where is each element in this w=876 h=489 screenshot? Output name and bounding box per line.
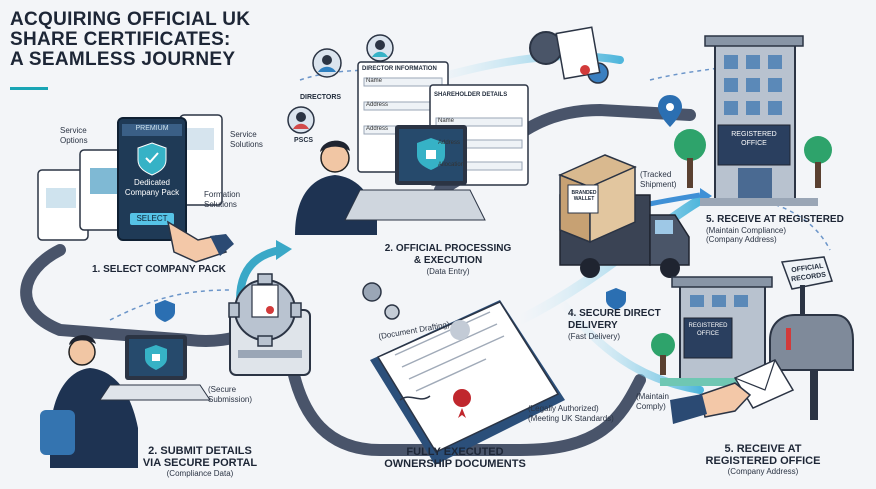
- step-sub: (Fast Delivery): [568, 332, 621, 341]
- secure-submission-note: (Secure Submission): [208, 385, 252, 405]
- title-line: Acquiring Official UK: [10, 9, 251, 30]
- step4-delivery: 4. Secure Direct Delivery (Fast Delivery…: [568, 308, 688, 341]
- company-pack-card: [117, 117, 187, 241]
- registered-office-building: [700, 35, 818, 206]
- shareholder-form-title: Shareholder Details: [434, 92, 508, 98]
- step-label-line: 2. Official Processing: [384, 243, 512, 254]
- step-sub: (Data Entry): [426, 267, 470, 276]
- documents-notes: (Legally Authorized) (Meeting UK Standar…: [528, 404, 614, 424]
- step-label-line: 4. Secure Direct: [568, 308, 661, 319]
- callout-line: Options: [60, 136, 88, 145]
- pack-badge: Premium: [135, 125, 169, 132]
- callout-line: Solutions: [230, 140, 263, 149]
- tree: [651, 333, 675, 357]
- step2-submit: 2. Submit Details via Secure Portal (Com…: [130, 445, 270, 478]
- sign-line: Registered: [731, 131, 777, 138]
- note-line: (Maintain: [636, 392, 669, 401]
- office-chair: [40, 410, 75, 455]
- pack-title-line: Dedicated: [133, 178, 171, 187]
- callout-line: Service: [230, 130, 257, 139]
- step1-label: 1. Select Company Pack: [92, 264, 226, 275]
- page-title: Acquiring Official UK Share Certificates…: [10, 10, 310, 70]
- note-line: (Meeting UK Standards): [528, 414, 614, 423]
- callout-line: Solutions: [204, 200, 237, 209]
- wax-seal-icon: [453, 389, 471, 407]
- step-label-line: Ownership Documents: [384, 458, 526, 470]
- step-label-line: & Execution: [413, 255, 483, 266]
- step-processing: 2. Official Processing & Execution (Data…: [378, 243, 518, 276]
- tree: [674, 129, 706, 161]
- directors-label: Directors: [300, 94, 342, 101]
- shield-icon: [606, 288, 626, 310]
- step-sub: (Maintain Compliance): [706, 226, 787, 235]
- documents-label: Fully Executed Ownership Documents: [380, 446, 530, 470]
- sign-line: Office: [697, 331, 719, 337]
- director-field: Address: [366, 102, 389, 108]
- pack-title-line: Company Pack: [124, 188, 180, 197]
- select-button[interactable]: Select: [136, 214, 168, 223]
- step-sub: (Company Address): [727, 467, 799, 476]
- callout-service-options: Service Options: [60, 126, 88, 146]
- gear-icon: [362, 282, 382, 302]
- shareholder-field: Allocation: [438, 162, 465, 168]
- box-label-line: Branded: [571, 190, 597, 196]
- callout-line: Service: [60, 126, 87, 135]
- pscs-label: PSCs: [294, 137, 314, 144]
- callout-formation-solutions: Formation Solutions: [204, 190, 240, 210]
- step-label-line: Fully Executed: [406, 446, 504, 458]
- building-sign-bottom: Registered Office: [684, 322, 732, 338]
- branded-wallet-box: [558, 154, 637, 244]
- director-form-title: Director Information: [362, 66, 437, 72]
- sign-line: Office: [741, 140, 767, 147]
- step-label-line: via Secure Portal: [142, 457, 258, 469]
- director-field: Name: [366, 78, 383, 84]
- sign-line: Registered: [688, 323, 728, 329]
- step-label-line: Delivery: [568, 320, 618, 331]
- shareholder-field: Address: [438, 140, 461, 146]
- note-line: (Secure: [208, 385, 237, 394]
- pointing-hand: [166, 220, 228, 263]
- note-line: (Legally Authorized): [528, 404, 599, 413]
- note-line: Comply): [636, 402, 666, 411]
- tracked-shipment-note: (Tracked Shipment): [640, 170, 676, 190]
- tree: [804, 136, 832, 164]
- step5-bottom: 5. Receive at Registered Office (Company…: [688, 443, 838, 476]
- note-line: Shipment): [640, 180, 677, 189]
- step-label-line: 2. Submit Details: [148, 445, 252, 457]
- step-label: 5. Receive at Registered: [706, 214, 844, 225]
- certificate-icon: [555, 26, 601, 80]
- title-line: A Seamless Journey: [10, 49, 236, 70]
- gear-icon: [384, 304, 400, 320]
- hand: [699, 382, 752, 418]
- title-accent-bar: [10, 87, 48, 90]
- person-head: [68, 338, 96, 366]
- step-label-line: Registered Office: [705, 455, 821, 467]
- step-sub: (Company Address): [706, 235, 777, 244]
- registered-office-building-bottom: [660, 276, 780, 386]
- box-label: Branded Wallet: [570, 190, 598, 202]
- step-label-line: 5. Receive at: [724, 443, 802, 455]
- title-line: Share Certificates:: [10, 29, 231, 50]
- step-sub: (Compliance Data): [166, 469, 234, 478]
- director-field: Address: [366, 126, 389, 132]
- box-label-line: Wallet: [573, 196, 595, 202]
- shield-icon: [155, 300, 175, 322]
- callout-line: Formation: [204, 190, 241, 199]
- building-sign-top: Registered Office: [718, 130, 790, 148]
- document-icon: [251, 284, 279, 318]
- callout-service-solutions: Service Solutions: [230, 130, 263, 150]
- shareholder-field: Name: [438, 118, 455, 124]
- note-line: Submission): [208, 395, 253, 404]
- maintain-comply-note: (Maintain Comply): [636, 392, 669, 412]
- arrow-head: [276, 240, 292, 260]
- step5-top: 5. Receive at Registered (Maintain Compl…: [706, 214, 876, 244]
- ownership-documents: [370, 300, 565, 465]
- pack-title: Dedicated Company Pack: [120, 178, 184, 198]
- official-records-sign: [780, 256, 833, 290]
- flow-arrow: [426, 52, 624, 84]
- mailbox: [769, 314, 854, 420]
- note-line: (Tracked: [640, 170, 672, 179]
